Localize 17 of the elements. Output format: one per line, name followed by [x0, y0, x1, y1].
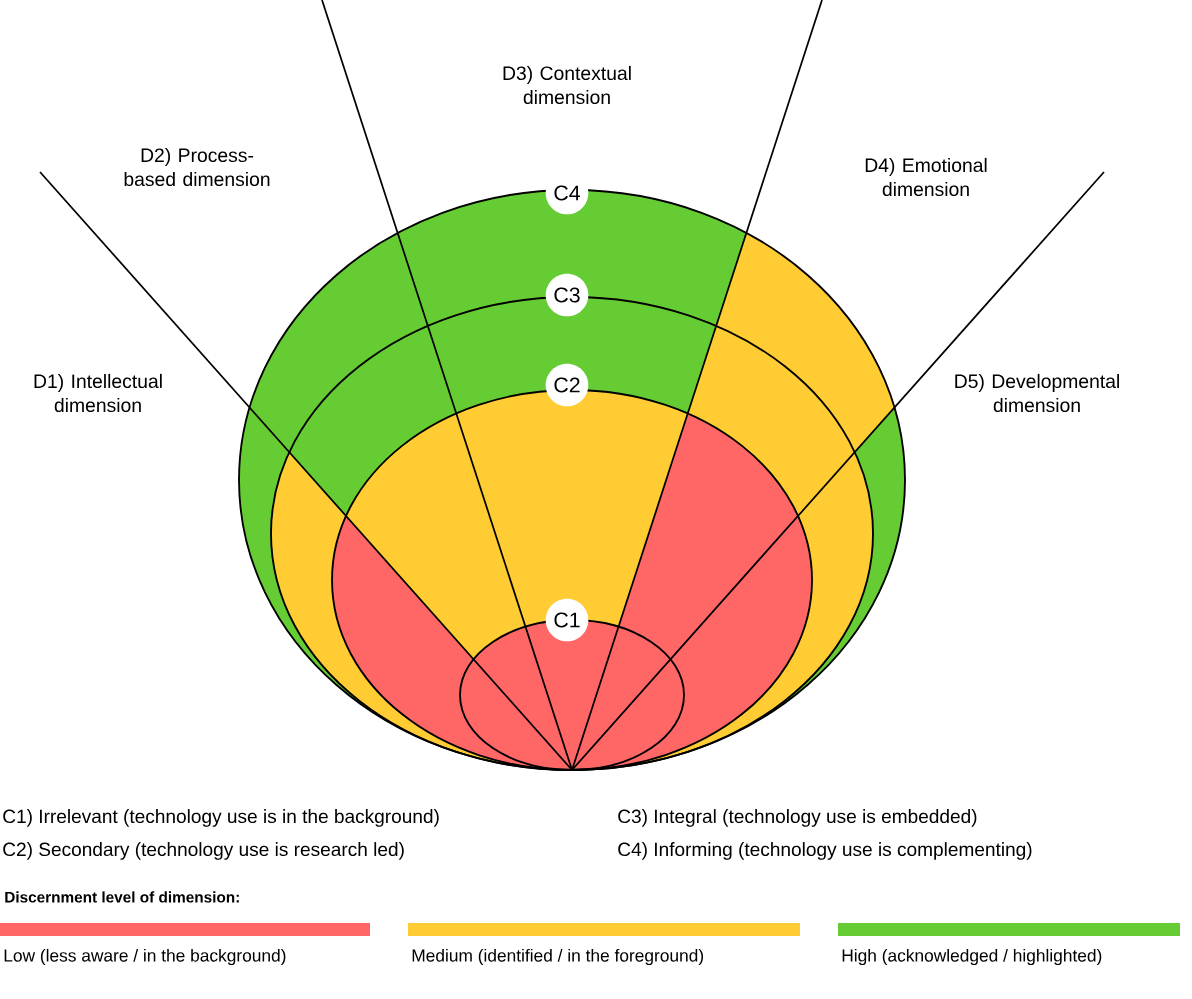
legend-text: High (acknowledged / highlighted) — [842, 948, 1102, 966]
ring-label: C3 — [545, 273, 589, 317]
legend-title: Discernment level of dimension: — [5, 891, 239, 903]
legend-text: Low (less aware / in the background) — [4, 948, 286, 966]
dimension-label: D5) Developmental dimension — [955, 373, 1119, 413]
legend-text: Medium (identified / in the foreground) — [412, 948, 704, 966]
dimension-label: D1) Intellectual dimension — [34, 373, 162, 413]
category-description: C4) Informing (technology use is complementing) — [618, 842, 1032, 860]
ring-label: C2 — [545, 363, 589, 407]
category-description: C2) Secondary (technology use is research led) — [3, 842, 404, 860]
dimension-label: D2) Process-based dimension — [124, 147, 270, 187]
dimension-label: D3) Contextual dimension — [503, 65, 631, 105]
dimension-label: D4) Emotional dimension — [865, 157, 987, 197]
ring-label: C4 — [545, 171, 589, 215]
category-description: C1) Irrelevant (technology use is in the background) — [3, 809, 439, 827]
category-description: C3) Integral (technology use is embedded) — [618, 809, 977, 827]
ring-label: C1 — [545, 598, 589, 642]
